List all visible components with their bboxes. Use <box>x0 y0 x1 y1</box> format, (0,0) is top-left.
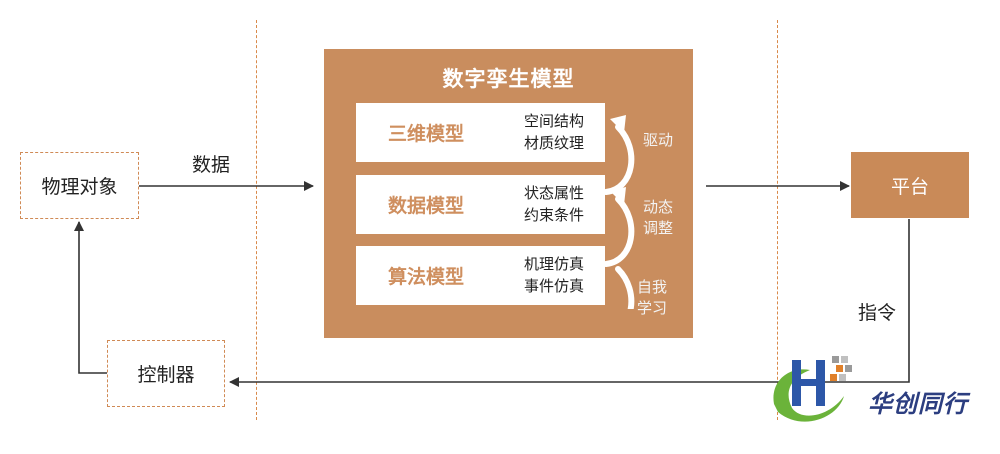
physical-object-label: 物理对象 <box>41 176 118 198</box>
model-3d-name: 三维模型 <box>387 123 464 145</box>
adjust-label: 动态 调整 <box>643 197 673 239</box>
model-data-box: 数据模型 状态属性 约束条件 <box>356 175 605 234</box>
model-data-name: 数据模型 <box>387 195 464 217</box>
control-arrow <box>74 221 107 374</box>
command-arrow <box>229 219 910 387</box>
brand-name: 华创同行 <box>868 389 968 418</box>
model-data-desc: 状态属性 约束条件 <box>504 182 604 226</box>
model-3d-desc-line1: 空间结构 <box>523 112 584 130</box>
section-divider-left <box>256 20 257 420</box>
model-algorithm-desc: 机理仿真 事件仿真 <box>504 253 604 297</box>
drive-curve-arrow <box>604 124 635 195</box>
drive-curve-arrowhead <box>610 115 626 133</box>
model-data-desc-line2: 约束条件 <box>523 206 584 224</box>
platform-box: 平台 <box>851 152 969 218</box>
learn-label-line1: 自我 <box>637 278 668 296</box>
model-data-desc-line1: 状态属性 <box>523 184 584 202</box>
learn-curve-arrow <box>615 266 635 309</box>
adjust-label-line1: 动态 <box>643 198 674 216</box>
model-3d-desc: 空间结构 材质纹理 <box>504 110 604 154</box>
section-divider-right <box>777 20 778 420</box>
model-algorithm-desc-line2: 事件仿真 <box>523 277 584 295</box>
learn-label: 自我 学习 <box>637 277 667 319</box>
model-3d-box: 三维模型 空间结构 材质纹理 <box>356 103 605 162</box>
data-label: 数据 <box>192 154 231 176</box>
controller-box: 控制器 <box>107 340 225 407</box>
learn-label-line2: 学习 <box>637 299 668 317</box>
physical-object-box: 物理对象 <box>20 152 139 219</box>
twin-title: 数字孪生模型 <box>442 67 575 91</box>
controller-label: 控制器 <box>137 364 195 386</box>
model-algorithm-box: 算法模型 机理仿真 事件仿真 <box>356 246 605 305</box>
command-label: 指令 <box>858 302 897 324</box>
model-algorithm-desc-line1: 机理仿真 <box>523 255 584 273</box>
digital-twin-block: 数字孪生模型 三维模型 空间结构 材质纹理 数据模型 状态属性 约束条件 算法模… <box>324 49 693 338</box>
adjust-label-line2: 调整 <box>643 219 674 237</box>
feedback-arrows <box>604 115 635 309</box>
adjust-curve-arrowhead <box>610 187 626 205</box>
platform-label: 平台 <box>890 175 929 198</box>
model-3d-desc-line2: 材质纹理 <box>523 134 584 152</box>
model-algorithm-name: 算法模型 <box>387 266 464 288</box>
brand-logo-icon <box>773 356 852 422</box>
drive-label: 驱动 <box>643 131 674 149</box>
adjust-curve-arrow <box>604 196 635 267</box>
